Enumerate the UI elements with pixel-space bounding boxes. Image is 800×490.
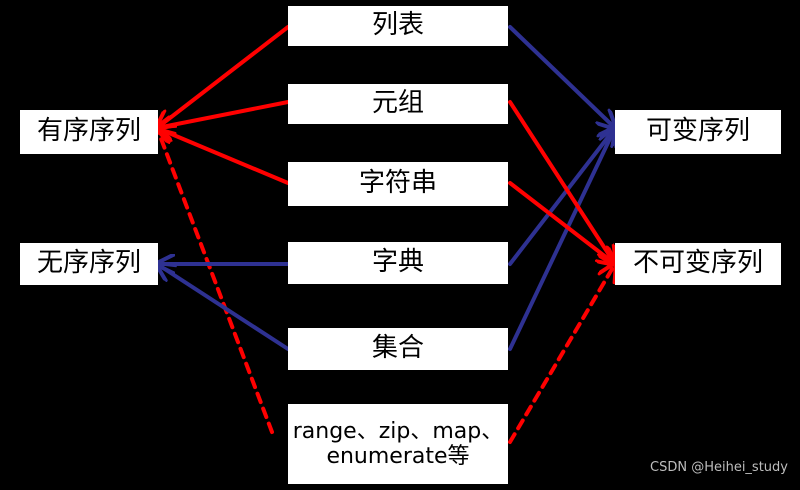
node-set: 集合 [288,328,508,370]
edge-string-to-ordered [157,128,290,185]
node-other-iterables: range、zip、map、 enumerate等 [288,404,508,484]
node-other-line2: enumerate等 [326,444,470,469]
node-ordered-sequence: 有序序列 [20,110,158,154]
edge-list-to-ordered [157,25,290,128]
node-mutable-sequence: 可变序列 [615,110,781,154]
edge-set-to-unordered [157,264,290,351]
node-unordered-sequence: 无序序列 [20,243,158,285]
watermark: CSDN @Heihei_study [650,460,788,475]
edge-tuple-to-ordered [157,100,290,128]
edge-string-to-immutable [508,181,615,264]
node-dict: 字典 [288,242,508,284]
edge-other-to-ordered [157,128,274,434]
edge-other-to-immutable [508,264,615,444]
edge-set-to-mutable [508,128,615,351]
node-tuple: 元组 [288,84,508,124]
edge-tuple-to-immutable [508,100,615,264]
node-list: 列表 [288,6,508,46]
node-immutable-sequence: 不可变序列 [615,243,781,285]
edge-list-to-mutable [508,25,615,128]
node-string: 字符串 [288,162,508,206]
node-other-line1: range、zip、map、 [292,418,504,444]
edge-dict-to-mutable [508,128,615,266]
